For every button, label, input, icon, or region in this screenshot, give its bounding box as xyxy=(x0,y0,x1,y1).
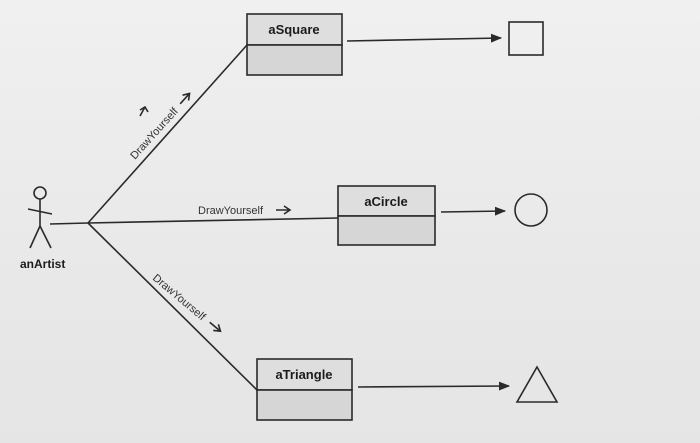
arrow-to-circle xyxy=(440,206,507,216)
stick-figure-icon xyxy=(27,186,53,249)
message-arrow-icon xyxy=(179,92,191,105)
message-label-square: DrawYourself xyxy=(128,105,181,162)
link-to-triangle xyxy=(87,222,258,391)
object-box-circle: aCircle xyxy=(337,185,436,246)
caret-up-icon xyxy=(139,105,149,117)
triangle-icon xyxy=(515,365,559,403)
object-title-triangle: aTriangle xyxy=(275,367,332,382)
message-arrow-icon xyxy=(209,321,222,333)
actor-label: anArtist xyxy=(20,257,65,271)
message-label-circle: DrawYourself xyxy=(198,205,264,217)
link-to-square xyxy=(87,44,248,224)
object-title-circle: aCircle xyxy=(364,194,407,209)
message-arrow-icon xyxy=(276,205,292,215)
message-square: DrawYourself xyxy=(128,92,191,162)
square-icon xyxy=(508,21,544,56)
object-box-triangle: aTriangle xyxy=(256,358,353,421)
message-circle: DrawYourself xyxy=(198,205,292,217)
arrow-to-triangle xyxy=(357,381,511,391)
arrow-to-square xyxy=(346,33,503,43)
link-to-circle xyxy=(87,217,339,224)
actor-link xyxy=(49,222,89,225)
message-triangle: DrawYourself xyxy=(150,272,222,333)
circle-icon xyxy=(514,193,548,227)
object-box-square: aSquare xyxy=(246,13,343,76)
object-title-square: aSquare xyxy=(268,22,319,37)
message-label-triangle: DrawYourself xyxy=(150,272,208,324)
